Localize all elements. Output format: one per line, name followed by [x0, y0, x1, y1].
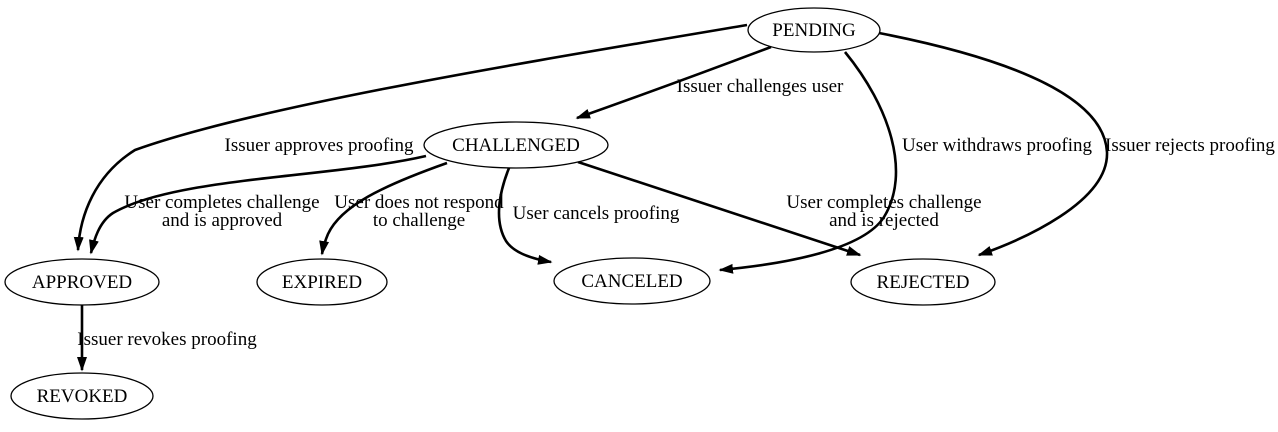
node-revoked-shape [10, 372, 154, 420]
edge-approved-revoked: Issuer revokes proofing [77, 305, 257, 372]
edge-pending-approved-label: Issuer approves proofing [225, 135, 414, 156]
edge-challenged-approved-label-line2: and is approved [162, 210, 283, 231]
node-challenged-label: CHALLENGED [452, 135, 580, 156]
node-rejected-label: REJECTED [877, 272, 970, 293]
edge-challenged-expired-label-line2: to challenge [373, 210, 465, 231]
node-pending-label: PENDING [772, 20, 856, 41]
edge-pending-challenged-label: Issuer challenges user [677, 76, 844, 97]
edge-challenged-canceled: User cancels proofing [497, 167, 680, 265]
edge-pending-canceled-line [718, 51, 898, 274]
edge-challenged-expired-label-line1: User does not respond [334, 192, 504, 213]
edge-challenged-approved-line [89, 154, 427, 255]
node-pending: PENDING [747, 7, 881, 53]
edge-challenged-rejected-line [577, 160, 862, 257]
node-expired: EXPIRED [256, 258, 388, 306]
node-challenged-shape [423, 121, 609, 169]
edge-challenged-canceled-line [497, 167, 553, 265]
edge-pending-rejected-line [878, 31, 1109, 257]
node-approved: APPROVED [4, 258, 160, 306]
node-expired-label: EXPIRED [282, 272, 362, 293]
edge-pending-canceled: User withdraws proofing [718, 51, 1092, 274]
node-approved-shape [4, 258, 160, 306]
edge-pending-approved: Issuer approves proofing [73, 23, 748, 252]
edge-pending-rejected: Issuer rejects proofing [878, 31, 1275, 257]
node-rejected-shape [850, 258, 996, 306]
node-expired-shape [256, 258, 388, 306]
edge-pending-challenged-line [575, 45, 772, 120]
edge-challenged-expired: User does not respond to challenge [319, 161, 504, 256]
edge-challenged-rejected-label-line1: User completes challenge [786, 192, 981, 213]
node-challenged: CHALLENGED [423, 121, 609, 169]
edge-pending-challenged: Issuer challenges user [575, 45, 844, 120]
edge-challenged-canceled-label: User cancels proofing [513, 203, 680, 224]
node-approved-label: APPROVED [32, 272, 132, 293]
edge-pending-canceled-label: User withdraws proofing [902, 135, 1092, 156]
node-canceled-shape [553, 257, 711, 305]
edge-challenged-approved-label-line1: User completes challenge [124, 192, 319, 213]
node-revoked: REVOKED [10, 372, 154, 420]
edge-pending-approved-line [73, 23, 748, 252]
edge-challenged-expired-line [319, 161, 448, 256]
node-pending-shape [747, 7, 881, 53]
edge-challenged-rejected-label-line2: and is rejected [829, 210, 939, 231]
edge-approved-revoked-label: Issuer revokes proofing [77, 329, 257, 350]
node-canceled-label: CANCELED [581, 271, 682, 292]
node-rejected: REJECTED [850, 258, 996, 306]
edge-challenged-rejected: User completes challenge and is rejected [577, 160, 982, 257]
edge-challenged-approved: User completes challenge and is approved [89, 154, 427, 255]
node-revoked-label: REVOKED [37, 386, 128, 407]
edge-pending-rejected-label: Issuer rejects proofing [1105, 135, 1275, 156]
node-canceled: CANCELED [553, 257, 711, 305]
